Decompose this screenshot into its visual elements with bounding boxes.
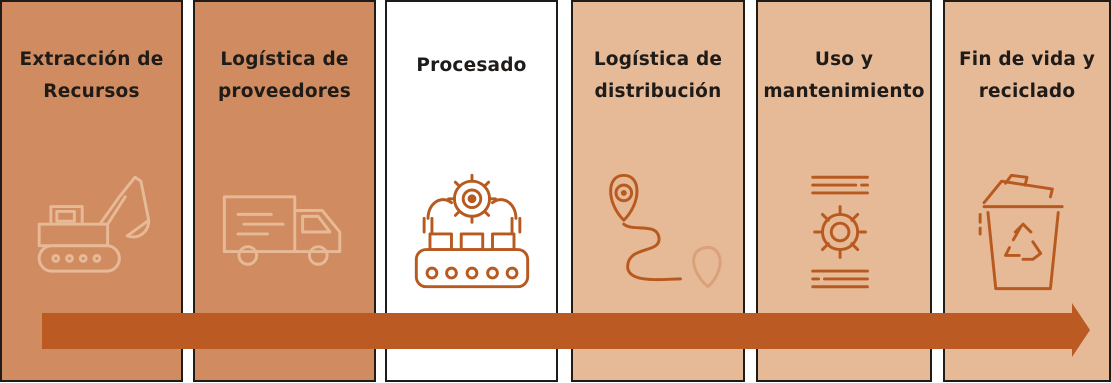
- stage-label-line: Extracción de: [19, 49, 164, 70]
- stage-label-line: Uso y: [814, 49, 874, 70]
- stage-extraccion: Extracción de Recursos: [0, 0, 183, 382]
- stage-logistica-distribucion: Logística de distribución: [571, 0, 745, 382]
- stage-label-line: distribución: [594, 81, 722, 102]
- stage-procesado: Procesado: [385, 0, 558, 382]
- stage-logistica-proveedores: Logística de proveedores: [193, 0, 376, 382]
- stage-label-line: Procesado: [416, 55, 527, 76]
- recycle-bin-icon: [978, 173, 1064, 291]
- stage-uso-mantenimiento: Uso y mantenimiento: [756, 0, 932, 382]
- maintenance-gear-icon: [811, 175, 869, 289]
- stage-label: Fin de vida y reciclado: [945, 44, 1109, 108]
- stage-fin-de-vida: Fin de vida y reciclado: [943, 0, 1111, 382]
- stage-label-line: proveedores: [217, 81, 352, 102]
- gear-conveyor-icon: [414, 173, 530, 289]
- delivery-truck-icon: [222, 195, 342, 266]
- stage-label-line: mantenimiento: [763, 81, 925, 102]
- stage-label: Uso y mantenimiento: [758, 44, 930, 108]
- stage-label-line: reciclado: [978, 81, 1076, 102]
- stage-label-line: Logística de: [220, 49, 349, 70]
- stage-label: Extracción de Recursos: [2, 44, 181, 108]
- excavator-icon: [37, 175, 151, 273]
- stage-label: Logística de distribución: [573, 44, 743, 108]
- route-pin-icon: [609, 173, 722, 289]
- stage-label: Logística de proveedores: [195, 44, 374, 108]
- stage-label: Procesado: [387, 50, 556, 82]
- stage-label-line: Recursos: [43, 81, 140, 102]
- stage-label-line: Logística de: [593, 49, 723, 70]
- stage-label-line: Fin de vida y: [958, 49, 1096, 70]
